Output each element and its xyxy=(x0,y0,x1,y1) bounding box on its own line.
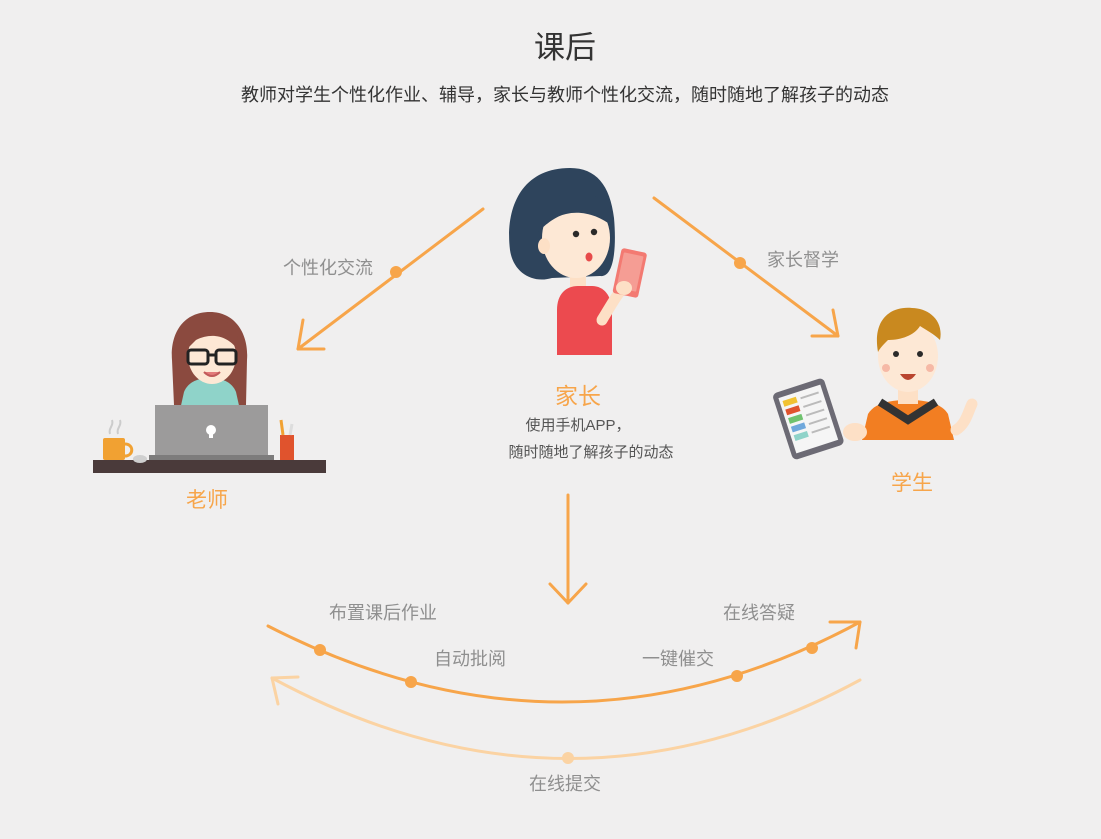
flow-dot xyxy=(314,644,326,656)
flow-arc-main xyxy=(266,620,862,704)
arrow-parent-to-student xyxy=(652,196,840,338)
parent-desc-line2: 随时随地了解孩子的动态 xyxy=(508,444,673,461)
parent-desc-line1: 使用手机APP， xyxy=(525,417,630,434)
arrow-down xyxy=(548,493,588,605)
arrow-parent-to-teacher xyxy=(296,207,485,351)
student-illustration xyxy=(773,307,978,460)
parent-label: 家长 xyxy=(555,383,601,409)
page-title: 课后 xyxy=(534,30,596,65)
arrow-dot xyxy=(734,257,746,269)
flow-dot xyxy=(731,670,743,682)
step-one-click-reminder: 一键催交 xyxy=(642,649,714,669)
student-label: 学生 xyxy=(891,472,933,495)
step-assign-homework: 布置课后作业 xyxy=(329,603,437,623)
teacher-label: 老师 xyxy=(186,489,228,512)
parent-illustration xyxy=(509,168,647,355)
flow-dot xyxy=(562,752,574,764)
flow-dot xyxy=(806,642,818,654)
flow-dot xyxy=(405,676,417,688)
flow-arc-return xyxy=(270,675,862,760)
step-online-submit: 在线提交 xyxy=(529,774,601,794)
teacher-illustration xyxy=(93,312,326,473)
step-online-qa: 在线答疑 xyxy=(723,603,795,623)
label-parent-supervision: 家长督学 xyxy=(767,250,839,270)
page-subtitle: 教师对学生个性化作业、辅导，家长与教师个性化交流，随时随地了解孩子的动态 xyxy=(241,85,889,105)
arrow-dot xyxy=(390,266,402,278)
step-auto-grading: 自动批阅 xyxy=(434,649,506,669)
label-personal-communication: 个性化交流 xyxy=(283,258,373,278)
